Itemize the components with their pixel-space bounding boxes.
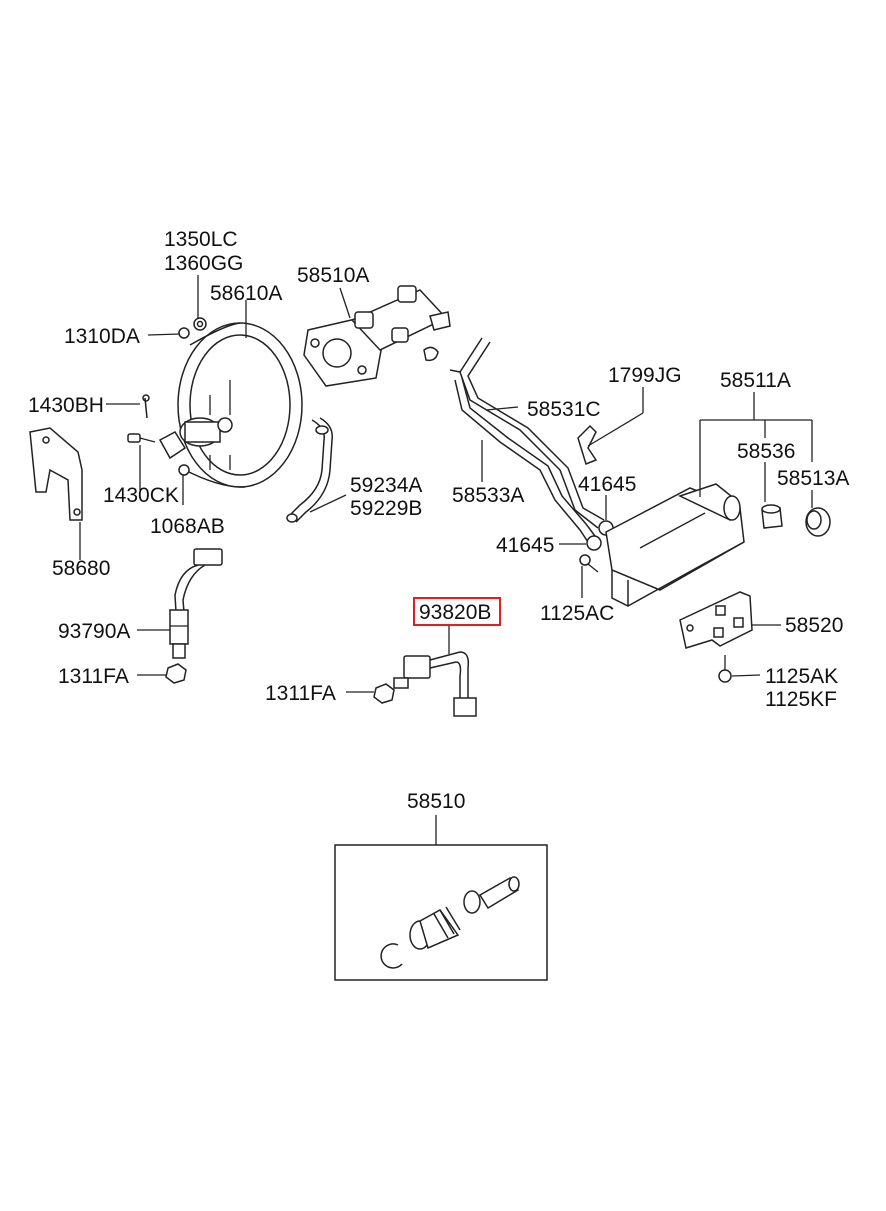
label-58510A: 58510A [297,264,369,287]
label-1125AC: 1125AC [540,602,614,625]
label-93790A: 93790A [58,620,130,643]
brake-pipes [449,337,605,546]
bracket-58680 [29,427,83,521]
label-58536: 58536 [737,440,795,463]
label-58510: 58510 [407,790,465,813]
label-41645-lower: 41645 [496,534,554,557]
clamp-41645-lower [586,535,602,551]
label-93820B: 93820B [419,601,491,624]
leader-lines [79,275,813,845]
label-1311FA-left: 1311FA [58,665,129,688]
label-58533A: 58533A [452,484,524,507]
highlight-box-93820B [413,597,501,626]
sensor-93790A [169,548,223,659]
reservoir [605,483,745,607]
pin-1430CK [127,433,156,443]
bracket-58520 [679,591,753,649]
clip-1799JG [577,424,598,465]
master-cylinder [303,285,451,387]
label-1799JG: 1799JG [608,364,682,387]
label-59234A: 59234A [350,474,422,497]
brake-booster [158,322,303,488]
label-58610A: 58610A [210,282,282,305]
nut-1311FA-left [165,663,187,684]
repair-kit-58510 [334,844,548,981]
label-1125AK: 1125AK [765,665,838,688]
label-58520: 58520 [785,614,843,637]
label-41645-upper: 41645 [578,473,636,496]
label-1360GG: 1360GG [164,252,243,275]
label-1310DA: 1310DA [64,325,140,348]
bolt-1125AK [718,655,732,683]
label-1430BH: 1430BH [28,394,104,417]
label-1350LC: 1350LC [164,228,238,251]
nut-1311FA-mid [373,683,395,704]
label-58511A: 58511A [720,369,791,392]
label-1125KF: 1125KF [765,688,837,711]
cap-58513A [805,507,831,537]
label-1430CK: 1430CK [103,484,179,507]
grommet-58536 [761,504,783,529]
label-58680: 58680 [52,557,110,580]
label-1311FA-mid: 1311FA [265,682,336,705]
label-59229B: 59229B [350,497,422,520]
screw-1125AC [579,554,599,573]
fastener-1310DA [178,317,207,339]
vacuum-hose [286,417,333,523]
switch-93820B [393,651,477,717]
label-1068AB: 1068AB [150,515,225,538]
label-58531C: 58531C [527,398,601,421]
label-58513A: 58513A [777,467,849,490]
clevis-pin-1430BH [142,394,150,419]
